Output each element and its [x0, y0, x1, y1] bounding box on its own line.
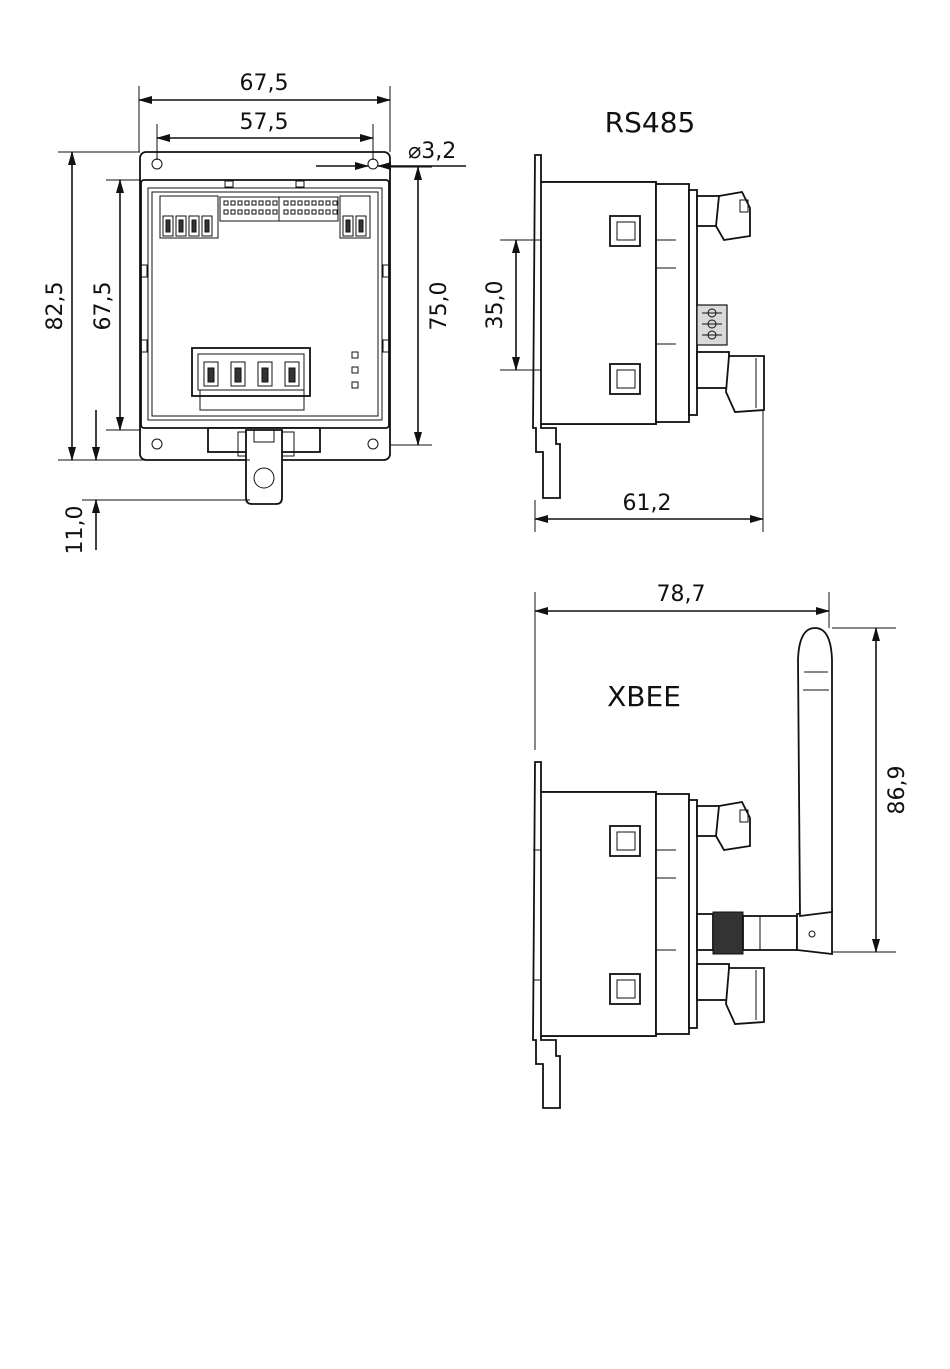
rs485-title: RS485: [605, 106, 696, 139]
front-view: 67,5 57,5 ⌀3,2 82,5 67,5 75,0 11,0: [43, 71, 466, 554]
dim-rail-height: 35,0: [483, 281, 508, 330]
rs485-side-view: RS485: [483, 106, 764, 532]
xbee-title: XBEE: [607, 680, 681, 713]
xbee-top-connector: [697, 802, 750, 850]
xbee-bottom-connector: [697, 964, 764, 1024]
rs485-terminal: [697, 305, 727, 345]
dim-inner-height: 75,0: [427, 282, 452, 331]
xbee-antenna: [697, 628, 832, 954]
dim-tab-height: 11,0: [63, 506, 88, 555]
din-release-tab: [246, 430, 282, 504]
dim-rs485-depth: 61,2: [623, 491, 672, 516]
dim-hole-diameter: ⌀3,2: [408, 139, 456, 164]
dim-overall-height: 82,5: [43, 282, 68, 331]
dim-hole-spacing-height: 67,5: [91, 282, 116, 331]
dim-overall-width: 67,5: [240, 71, 289, 96]
dim-hole-spacing-width: 57,5: [240, 110, 289, 135]
dim-xbee-depth: 78,7: [657, 582, 706, 607]
dim-antenna-height: 86,9: [885, 766, 910, 815]
rs485-bottom-connector: [697, 352, 764, 412]
xbee-side-view: XBEE: [533, 582, 910, 1108]
rs485-top-connector: [697, 192, 750, 240]
